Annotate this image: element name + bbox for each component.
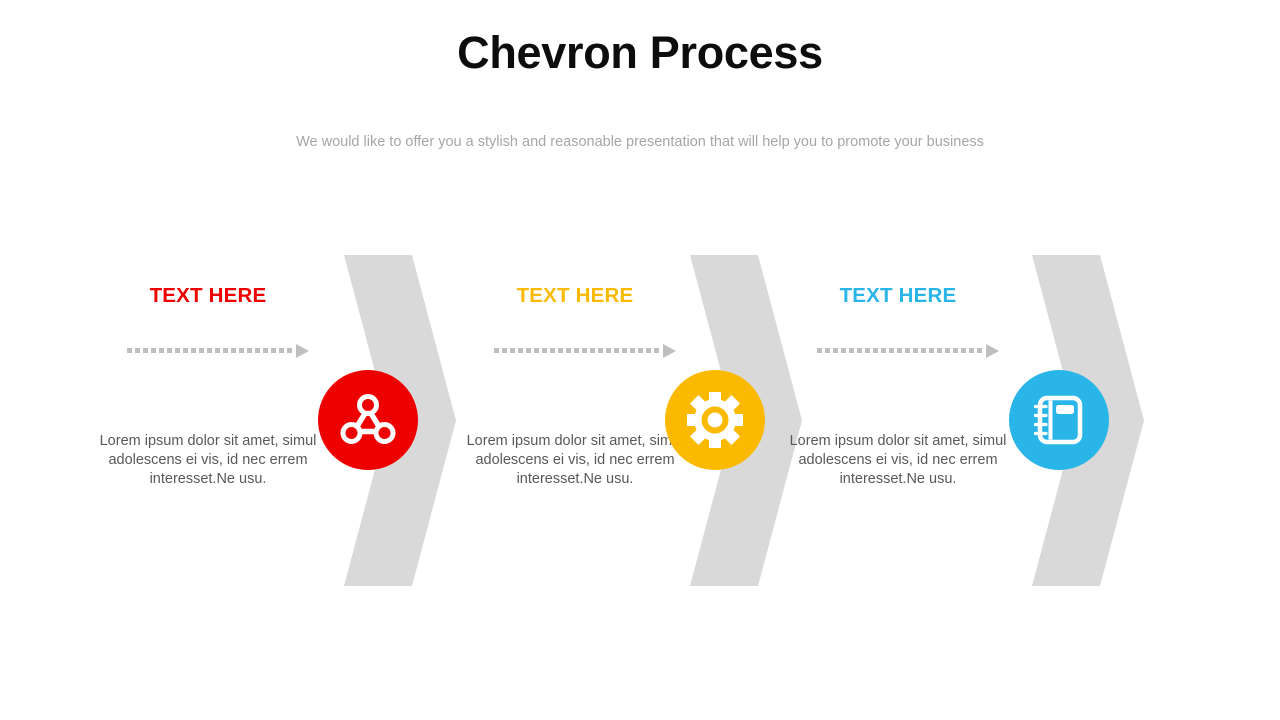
step-3-dashed-arrow-icon — [817, 343, 999, 359]
step-1-icon-circle[interactable] — [318, 370, 418, 470]
step-3-heading: TEXT HERE — [839, 284, 957, 307]
step-3-icon-circle[interactable] — [1009, 370, 1109, 470]
gear-icon — [687, 392, 743, 448]
notebook-icon — [1033, 395, 1083, 445]
step-1-heading: TEXT HERE — [149, 284, 267, 307]
page-title: Chevron Process — [457, 27, 823, 78]
network-nodes-icon — [340, 394, 396, 444]
step-1-body-text: Lorem ipsum dolor sit amet, simul adoles… — [99, 433, 317, 487]
step-1-dashed-arrow-icon — [127, 343, 309, 359]
step-2-dashed-arrow-icon — [494, 343, 676, 359]
step-3-body-text: Lorem ipsum dolor sit amet, simul adoles… — [789, 433, 1007, 487]
page-subtitle: We would like to offer you a stylish and… — [296, 134, 984, 150]
step-2-icon-circle[interactable] — [665, 370, 765, 470]
step-2-heading: TEXT HERE — [516, 284, 634, 307]
step-2-body-text: Lorem ipsum dolor sit amet, simul adoles… — [466, 433, 684, 487]
